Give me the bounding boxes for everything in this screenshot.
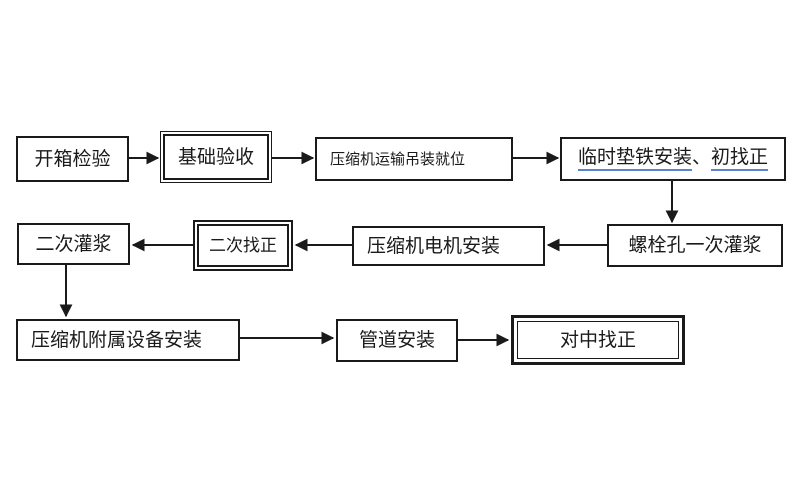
node-foundation-acceptance-label: 基础验收 [177,146,254,168]
node-secondary-alignment-inner-border: 二次找正 [197,224,289,267]
node-motor-installation: 压缩机电机安装 [352,226,545,266]
node-auxiliary-installation: 压缩机附属设备安装 [16,319,240,361]
node-motor-installation-label: 压缩机电机安装 [367,235,501,257]
node-bolt-hole-grouting: 螺栓孔一次灌浆 [607,224,783,267]
node-secondary-alignment-label: 二次找正 [209,236,277,255]
node-secondary-alignment: 二次找正 [193,220,293,271]
node-unpacking-inspection: 开箱检验 [16,136,129,182]
node-transport-hoisting: 压缩机运输吊装就位 [315,137,513,181]
node-bolt-hole-grouting-label: 螺栓孔一次灌浆 [628,235,762,256]
node-centering-alignment-inner-border: 对中找正 [517,321,679,359]
node-secondary-grouting: 二次灌浆 [17,223,130,265]
node-centering-alignment: 对中找正 [511,315,685,365]
node-foundation-acceptance: 基础验收 [160,131,272,183]
node-secondary-grouting-label: 二次灌浆 [35,233,112,255]
node-auxiliary-installation-label: 压缩机附属设备安装 [31,329,203,351]
node-piping-installation: 管道安装 [336,319,458,362]
node-temp-shim-alignment-separator: 、 [691,146,711,168]
node-piping-installation-label: 管道安装 [358,330,435,351]
node-temp-shim-alignment: 临时垫铁安装、初找正 [560,137,786,181]
node-temp-shim-alignment-part2: 初找正 [711,148,769,171]
node-unpacking-inspection-label: 开箱检验 [34,148,111,170]
node-temp-shim-alignment-part1: 临时垫铁安装 [577,148,692,171]
node-foundation-acceptance-inner-border: 基础验收 [163,134,269,180]
node-centering-alignment-label: 对中找正 [559,329,636,351]
node-transport-hoisting-label: 压缩机运输吊装就位 [330,150,466,168]
